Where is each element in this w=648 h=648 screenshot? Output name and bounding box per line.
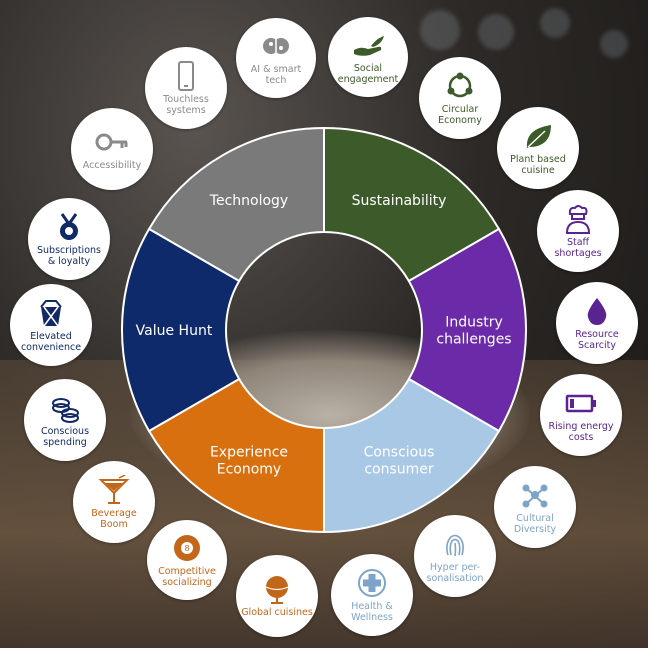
- trend-badge: Staff shortages: [537, 190, 619, 272]
- background-bokeh: [540, 8, 570, 38]
- segment-experience-economy: [147, 377, 325, 534]
- background-bokeh: [478, 14, 514, 50]
- trend-badge-label: Plant based cuisine: [510, 153, 566, 176]
- takeaway-box-icon: [40, 299, 62, 326]
- medal-icon: [60, 212, 78, 240]
- trend-badge-label: Circular Economy: [438, 103, 482, 126]
- trend-badge: Subscriptions & loyalty: [28, 198, 110, 280]
- chef-icon: [565, 204, 591, 234]
- globe-icon: [265, 576, 289, 604]
- background-bokeh: [600, 30, 628, 58]
- background-bokeh: [420, 10, 460, 50]
- trend-badge-label: Global cuisines: [241, 607, 313, 618]
- key-icon: [95, 133, 128, 151]
- brain-icon: [263, 37, 289, 55]
- coins-icon: [52, 397, 79, 423]
- trend-badge: Circular Economy: [419, 57, 501, 139]
- hand-icon: [354, 35, 384, 56]
- battery-low-icon: [565, 394, 596, 412]
- trend-badge: Health & Wellness: [331, 554, 413, 636]
- segment-industry-challenges: [407, 227, 527, 433]
- trend-badge: Beverage Boom: [73, 461, 155, 543]
- segment-conscious-consumer: [323, 377, 501, 534]
- trend-badge-label: Elevated convenience: [20, 330, 82, 353]
- trend-badge: Accessibility: [71, 108, 153, 190]
- segment-label-sustainability: Sustainability: [352, 193, 447, 209]
- trend-badge: AI & smart tech: [236, 18, 316, 98]
- trend-badge-label: Beverage Boom: [91, 507, 137, 530]
- trend-badge-label: Subscriptions & loyalty: [37, 244, 101, 267]
- trend-badge-label: Conscious spending: [40, 425, 90, 448]
- trend-badge-label: Health & Wellness: [351, 600, 393, 623]
- trend-badge: Rising energy costs: [540, 374, 622, 456]
- svg-text:8: 8: [184, 544, 189, 553]
- trend-badge: Touchless systems: [145, 47, 227, 129]
- trend-badge: Elevated convenience: [10, 284, 92, 366]
- trend-badge-label: Staff shortages: [554, 236, 602, 259]
- trend-badge: Global cuisines: [236, 555, 318, 637]
- trend-badge-label: Rising energy costs: [548, 420, 614, 443]
- trend-badge: Resource Scarcity: [556, 282, 638, 364]
- people-circle-icon: [522, 484, 548, 507]
- segment-value-hunt: [121, 227, 241, 433]
- smartphone-icon: [178, 60, 194, 91]
- segment-label-technology: Technology: [209, 193, 288, 209]
- cocktail-icon: [98, 474, 130, 504]
- trend-badge: Cultural Diversity: [494, 466, 576, 548]
- trend-badge-label: AI & smart tech: [250, 63, 302, 86]
- circular-arrows-icon: [447, 72, 473, 97]
- trend-badge: Conscious spending: [24, 379, 106, 461]
- trend-badge-label: Accessibility: [82, 160, 142, 171]
- billiard-ball-icon: 8: [174, 534, 200, 561]
- segment-sustainability: [323, 126, 501, 283]
- trend-badge: Hyper per-sonalisation: [414, 515, 496, 597]
- trend-badge-label: Cultural Diversity: [513, 512, 557, 535]
- water-drop-icon: [587, 297, 607, 325]
- leaf-icon: [526, 124, 551, 148]
- medical-cross-icon: [358, 568, 386, 597]
- trend-badge-label: Hyper per-sonalisation: [426, 561, 484, 584]
- trend-badge-label: Competitive socializing: [158, 565, 216, 588]
- trend-badge-label: Touchless systems: [163, 93, 209, 116]
- trend-badge: Social engagement: [328, 17, 408, 97]
- segment-label-value-hunt: Value Hunt: [136, 323, 213, 339]
- trend-badge-label: Social engagement: [337, 62, 399, 85]
- trend-badge-label: Resource Scarcity: [575, 328, 619, 351]
- trend-badge: Plant based cuisine: [497, 107, 579, 189]
- fingerprint-icon: [446, 534, 464, 556]
- segment-technology: [147, 126, 325, 283]
